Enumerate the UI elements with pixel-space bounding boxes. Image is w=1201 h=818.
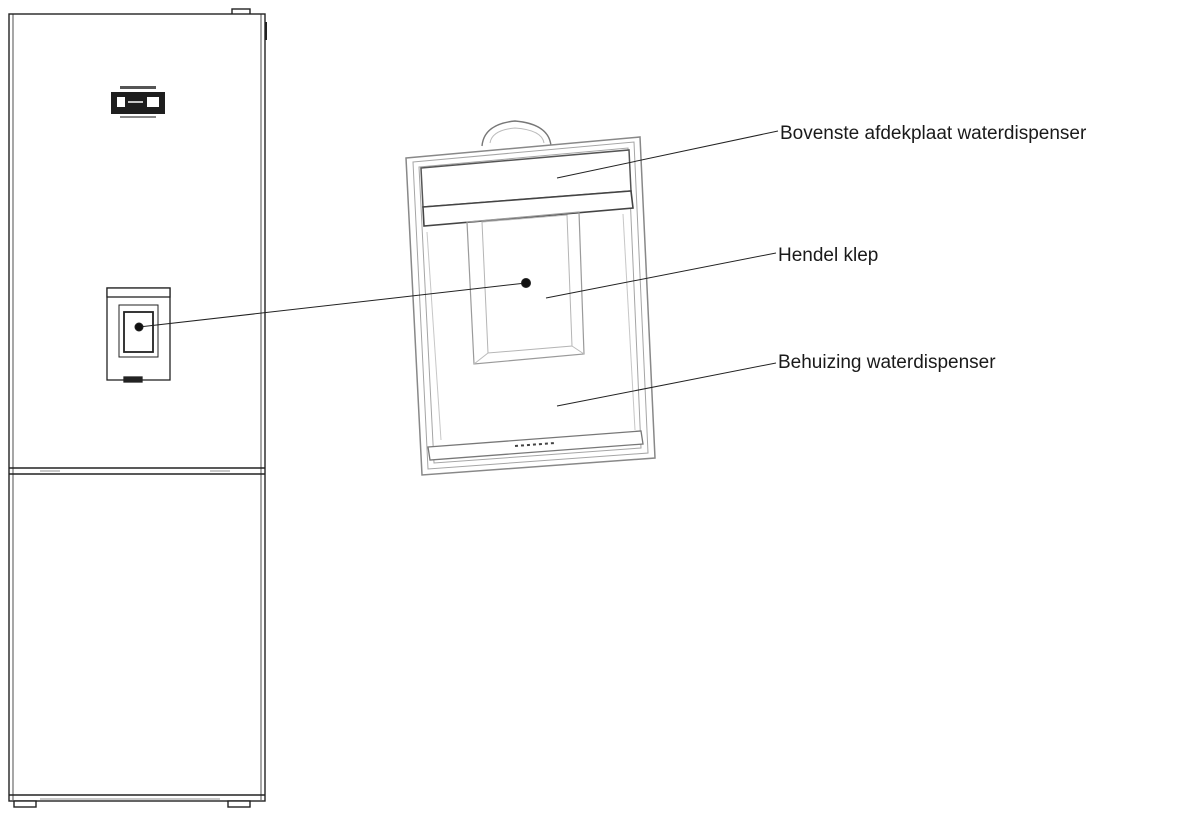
label-dispenser-housing: Behuizing waterdispenser	[778, 352, 996, 373]
label-valve-lever: Hendel klep	[778, 245, 879, 266]
control-panel	[111, 86, 165, 118]
fridge-cabinet	[8, 13, 266, 802]
connector-dot-dispenser	[521, 278, 531, 288]
refrigerator	[8, 8, 267, 808]
leader-line-top-cover	[556, 130, 779, 179]
top-knob	[481, 120, 552, 147]
leader-line-connector	[138, 282, 527, 328]
drip-tray	[427, 430, 644, 461]
connector-dot-fridge	[134, 322, 144, 332]
door-dispenser	[106, 287, 171, 383]
door-divider	[9, 467, 265, 475]
top-cover-plate	[420, 149, 634, 227]
label-top-cover-plate: Bovenste afdekplaat waterdispenser	[780, 123, 1087, 144]
valve-lever	[466, 211, 585, 365]
leader-line-lever	[545, 252, 777, 299]
leader-line-housing	[556, 362, 777, 407]
fridge-base	[9, 794, 265, 808]
dispenser-exploded-view	[405, 120, 656, 476]
leader-lines	[134, 130, 779, 407]
